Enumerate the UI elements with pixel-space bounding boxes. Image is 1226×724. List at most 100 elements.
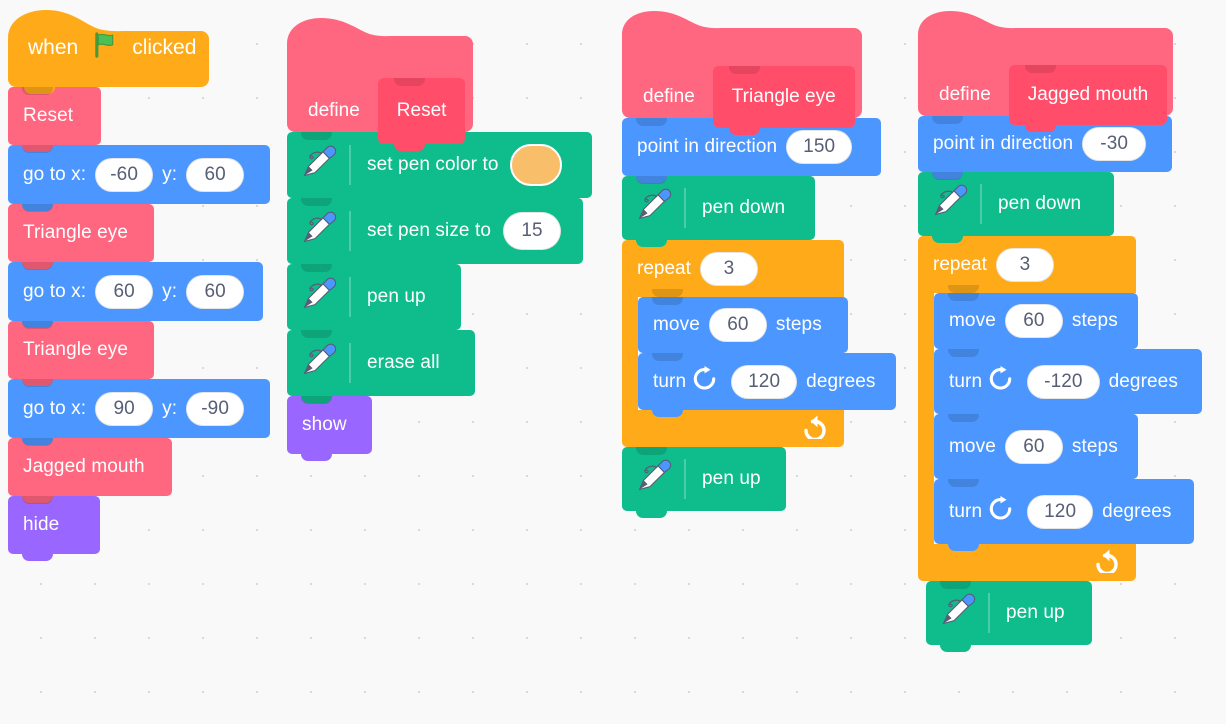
- procedure-prototype-jagged-mouth[interactable]: Jagged mouth: [1008, 64, 1168, 132]
- pen-color-swatch[interactable]: [509, 144, 562, 186]
- control-block-repeat[interactable]: repeat 3 move 60 steps turn -120: [918, 236, 1202, 588]
- pen-icon: [297, 340, 343, 386]
- block-notch: [652, 408, 683, 417]
- block-notch: [22, 143, 53, 152]
- move-steps-input[interactable]: 60: [1004, 429, 1063, 464]
- call-block-triangle-eye-1[interactable]: Triangle eye: [8, 204, 154, 269]
- goto-x-label: go to x:: [23, 163, 87, 185]
- goto-x-input[interactable]: 60: [95, 274, 154, 309]
- turn-degrees-input[interactable]: 120: [1027, 494, 1094, 529]
- block-notch: [940, 643, 971, 652]
- block-notch: [22, 319, 53, 328]
- script-reset-definition[interactable]: define Reset set pen color to set pen si…: [287, 18, 592, 461]
- c-block-arm: [918, 293, 934, 544]
- repeat-header[interactable]: repeat 3: [622, 240, 844, 297]
- pen-block-pen-up[interactable]: pen up: [622, 447, 786, 518]
- motion-block-goto-1[interactable]: go to x: -60 y: 60: [8, 145, 270, 211]
- pen-block-pen-up[interactable]: pen up: [926, 581, 1092, 652]
- define-hat-reset[interactable]: define Reset: [287, 18, 473, 151]
- motion-block-move[interactable]: move 60 steps: [638, 297, 848, 360]
- block-notch: [301, 196, 332, 205]
- block-notch: [301, 328, 332, 337]
- block-notch: [948, 477, 979, 486]
- direction-input[interactable]: -30: [1082, 127, 1147, 161]
- block-notch: [22, 494, 53, 503]
- pen-block-pen-down[interactable]: pen down: [622, 176, 815, 247]
- define-hat-triangle-eye[interactable]: define Triangle eye: [622, 11, 862, 135]
- looks-block-hide[interactable]: hide: [8, 496, 100, 561]
- goto-y-input[interactable]: 60: [186, 274, 245, 309]
- repeat-count-input[interactable]: 3: [995, 247, 1054, 282]
- set-pen-size-label: set pen size to: [367, 220, 492, 241]
- define-keyword: define: [939, 83, 991, 105]
- block-notch: [948, 412, 979, 421]
- goto-y-label: y:: [162, 280, 178, 302]
- motion-block-turn-1[interactable]: turn -120 degrees: [934, 349, 1202, 421]
- move-label: move: [949, 310, 996, 331]
- motion-block-turn-2[interactable]: turn 120 degrees: [934, 479, 1194, 551]
- call-label: Triangle eye: [23, 222, 129, 243]
- pen-up-label: pen up: [367, 286, 426, 307]
- goto-x-label: go to x:: [23, 397, 87, 419]
- pen-block-erase-all[interactable]: erase all: [287, 330, 475, 403]
- motion-block-point-in-direction[interactable]: point in direction 150: [622, 118, 881, 183]
- procedure-prototype-triangle-eye[interactable]: Triangle eye: [712, 65, 855, 135]
- block-notch: [301, 394, 332, 403]
- block-notch: [22, 436, 53, 445]
- when-label: when: [28, 36, 79, 59]
- block-notch: [948, 542, 979, 551]
- block-notch: [22, 260, 53, 269]
- procedure-prototype-reset[interactable]: Reset: [377, 78, 466, 151]
- motion-block-move-1[interactable]: move 60 steps: [934, 293, 1138, 356]
- block-notch: [24, 85, 55, 94]
- block-notch-top: [636, 447, 667, 455]
- motion-block-turn[interactable]: turn 120 degrees: [638, 353, 896, 417]
- move-steps-input[interactable]: 60: [1004, 304, 1063, 338]
- icon-divider: [349, 145, 351, 185]
- call-block-jagged-mouth[interactable]: Jagged mouth: [8, 438, 172, 503]
- block-notch: [301, 262, 332, 271]
- pen-block-set-pen-size[interactable]: set pen size to 15: [287, 198, 583, 271]
- define-hat-jagged-mouth[interactable]: define Jagged mouth: [918, 11, 1173, 132]
- call-block-triangle-eye-2[interactable]: Triangle eye: [8, 321, 154, 386]
- define-keyword: define: [308, 100, 360, 121]
- icon-divider: [684, 188, 686, 228]
- pen-size-input[interactable]: 15: [503, 212, 562, 250]
- motion-block-point-in-direction[interactable]: point in direction -30: [918, 116, 1172, 179]
- goto-y-input[interactable]: 60: [186, 157, 245, 192]
- turn-label: turn: [949, 370, 983, 392]
- block-notch: [636, 174, 667, 183]
- script-triangle-eye-definition[interactable]: define Triangle eye point in direction 1…: [622, 11, 896, 518]
- turn-degrees-input[interactable]: 120: [731, 364, 798, 399]
- control-block-repeat[interactable]: repeat 3 move 60 steps turn: [622, 240, 896, 454]
- call-block-reset[interactable]: Reset: [8, 87, 101, 152]
- block-notch-top: [948, 293, 979, 301]
- motion-block-move-2[interactable]: move 60 steps: [934, 414, 1138, 486]
- turn-degrees-input[interactable]: -120: [1027, 364, 1100, 399]
- degrees-label: degrees: [1108, 370, 1178, 392]
- steps-label: steps: [1071, 310, 1118, 331]
- repeat-label: repeat: [933, 253, 987, 275]
- script-main[interactable]: when clicked Reset go to x: -60 y: 60 Tr…: [8, 8, 270, 561]
- script-jagged-mouth-definition[interactable]: define Jagged mouth point in direction -…: [918, 11, 1202, 652]
- goto-y-input[interactable]: -90: [186, 391, 245, 426]
- goto-x-label: go to x:: [23, 280, 87, 302]
- goto-x-input[interactable]: -60: [95, 157, 154, 192]
- goto-x-input[interactable]: 90: [95, 391, 154, 426]
- direction-input[interactable]: 150: [786, 130, 853, 164]
- block-notch: [652, 351, 683, 360]
- hide-label: hide: [23, 514, 60, 535]
- looks-block-show[interactable]: show: [287, 396, 372, 461]
- block-notch-top: [652, 297, 683, 305]
- repeat-count-input[interactable]: 3: [699, 251, 758, 286]
- repeat-header[interactable]: repeat 3: [918, 236, 1136, 293]
- pen-block-pen-up[interactable]: pen up: [287, 264, 461, 337]
- move-steps-input[interactable]: 60: [708, 308, 767, 342]
- erase-all-label: erase all: [367, 352, 440, 373]
- icon-divider: [684, 459, 686, 499]
- motion-block-goto-2[interactable]: go to x: 60 y: 60: [8, 262, 263, 328]
- motion-block-goto-3[interactable]: go to x: 90 y: -90: [8, 379, 270, 445]
- when-flag-clicked-hat-block[interactable]: when clicked: [8, 8, 209, 94]
- pen-block-pen-down[interactable]: pen down: [918, 172, 1114, 243]
